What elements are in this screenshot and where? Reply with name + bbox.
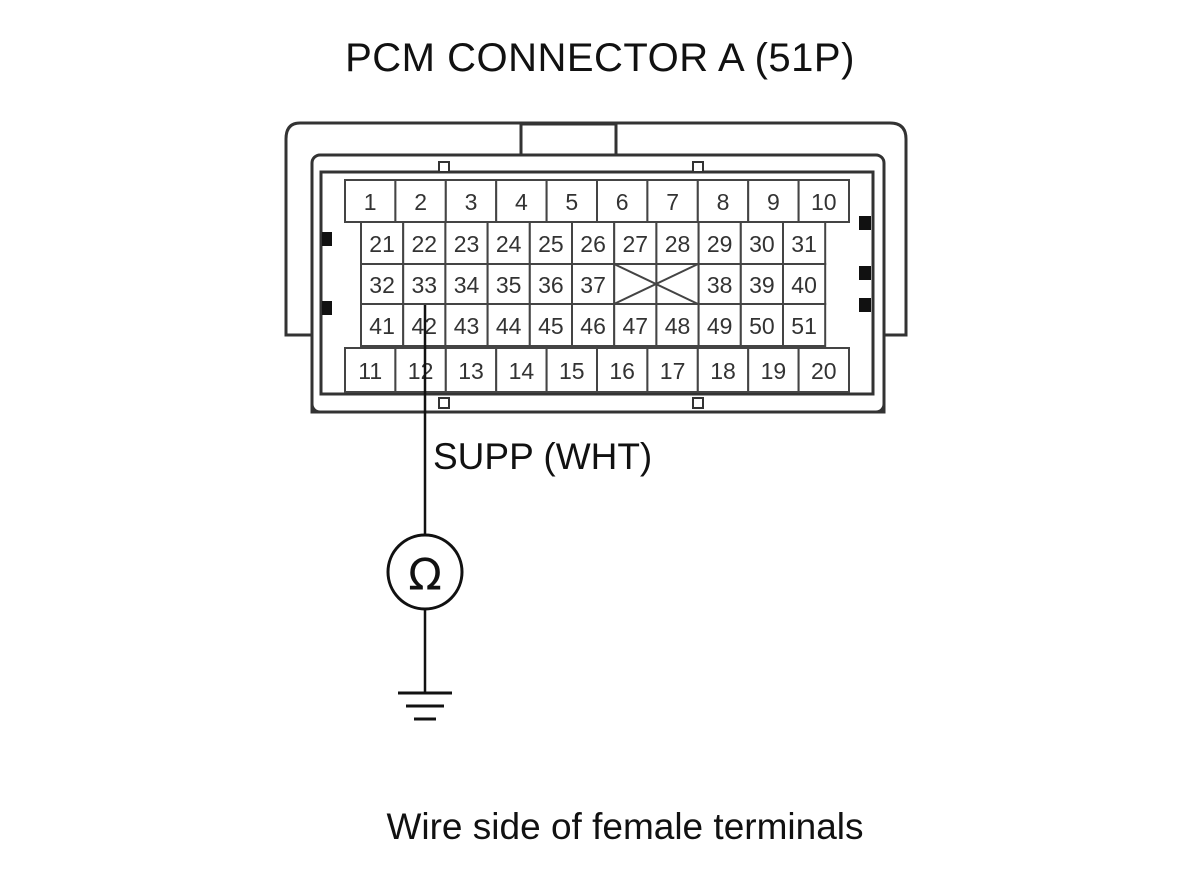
terminal-label-38: 38 — [707, 272, 733, 298]
terminal-cavity-24 — [486, 221, 531, 265]
terminal-cavity-11 — [344, 347, 397, 393]
terminal-label-2: 2 — [414, 189, 427, 215]
terminal-cavity-14 — [495, 347, 548, 393]
terminal-label-12: 12 — [408, 358, 434, 384]
terminal-cavity-47 — [613, 303, 658, 347]
terminal-label-40: 40 — [791, 272, 817, 298]
terminal-label-22: 22 — [412, 231, 438, 257]
terminal-label-34: 34 — [454, 272, 480, 298]
terminal-label-11: 11 — [358, 358, 382, 384]
terminal-cavity-30 — [739, 221, 784, 265]
terminal-cavity-21 — [360, 221, 405, 265]
blank-cavity — [655, 263, 700, 305]
terminal-label-17: 17 — [660, 358, 686, 384]
terminal-cavity-48 — [655, 303, 700, 347]
terminal-cavity-44 — [486, 303, 531, 347]
terminal-label-13: 13 — [458, 358, 484, 384]
terminal-label-16: 16 — [609, 358, 635, 384]
terminal-cavity-20 — [797, 347, 850, 393]
terminal-label-35: 35 — [496, 272, 522, 298]
terminal-label-21: 21 — [369, 231, 395, 257]
terminal-label-7: 7 — [666, 189, 679, 215]
ohmmeter-icon: Ω — [386, 533, 464, 611]
terminal-cavity-43 — [444, 303, 489, 347]
terminal-label-51: 51 — [791, 313, 817, 339]
ground-icon — [398, 691, 452, 721]
terminal-cavity-22 — [402, 221, 447, 265]
terminal-label-3: 3 — [465, 189, 478, 215]
terminal-label-14: 14 — [509, 358, 535, 384]
terminal-label-26: 26 — [580, 231, 606, 257]
terminal-label-15: 15 — [559, 358, 585, 384]
terminal-cavity-10 — [797, 179, 850, 223]
terminal-label-32: 32 — [369, 272, 395, 298]
terminal-label-18: 18 — [710, 358, 736, 384]
terminal-label-47: 47 — [623, 313, 649, 339]
terminal-cavity-38 — [697, 263, 742, 305]
terminal-label-5: 5 — [565, 189, 578, 215]
svg-text:Ω: Ω — [408, 550, 442, 601]
terminal-label-31: 31 — [791, 231, 817, 257]
terminal-label-9: 9 — [767, 189, 780, 215]
terminal-cavity-51 — [782, 303, 827, 347]
terminal-label-20: 20 — [811, 358, 837, 384]
terminal-label-27: 27 — [623, 231, 649, 257]
wire-label: SUPP (WHT) — [433, 436, 653, 477]
terminal-cavity-32 — [360, 263, 405, 305]
terminal-label-41: 41 — [369, 313, 395, 339]
terminal-cavity-46 — [571, 303, 616, 347]
terminal-label-50: 50 — [749, 313, 775, 339]
terminal-cavity-13 — [444, 347, 498, 393]
terminal-cavity-5 — [545, 179, 598, 223]
terminal-label-39: 39 — [749, 272, 775, 298]
terminal-label-45: 45 — [538, 313, 564, 339]
terminal-label-36: 36 — [538, 272, 564, 298]
terminal-cavity-15 — [545, 347, 598, 393]
diagram-title: PCM CONNECTOR A (51P) — [345, 36, 855, 80]
terminal-label-19: 19 — [761, 358, 787, 384]
terminal-cavity-6 — [596, 179, 649, 223]
terminal-cavity-49 — [697, 303, 742, 347]
terminal-label-25: 25 — [538, 231, 564, 257]
terminal-label-33: 33 — [412, 272, 438, 298]
terminal-cavity-8 — [696, 179, 750, 223]
terminal-label-46: 46 — [580, 313, 606, 339]
blank-cavity-x — [613, 263, 699, 305]
terminal-label-6: 6 — [616, 189, 629, 215]
terminal-label-10: 10 — [811, 189, 837, 215]
connector-lock-tabs — [322, 216, 871, 315]
terminal-cavity-35 — [486, 263, 531, 305]
connector-guide-notches — [438, 161, 704, 409]
terminal-label-29: 29 — [707, 231, 733, 257]
terminal-cavity-50 — [739, 303, 784, 347]
terminal-cavity-31 — [782, 221, 827, 265]
blank-cavity — [613, 263, 658, 305]
terminal-cavity-7 — [646, 179, 699, 223]
terminal-cavity-16 — [596, 347, 649, 393]
terminal-label-43: 43 — [454, 313, 480, 339]
terminal-cavity-17 — [646, 347, 699, 393]
terminal-label-24: 24 — [496, 231, 522, 257]
terminal-label-30: 30 — [749, 231, 775, 257]
terminal-cavity-41 — [360, 303, 405, 347]
terminal-label-4: 4 — [515, 189, 528, 215]
terminal-label-23: 23 — [454, 231, 480, 257]
terminal-cavity-18 — [696, 347, 750, 393]
terminal-label-1: 1 — [364, 189, 377, 215]
terminal-label-44: 44 — [496, 313, 522, 339]
terminal-label-28: 28 — [665, 231, 691, 257]
connector-housing — [284, 121, 908, 414]
terminal-cavity-40 — [782, 263, 827, 305]
terminal-label-49: 49 — [707, 313, 733, 339]
terminal-label-8: 8 — [717, 189, 730, 215]
terminal-label-48: 48 — [665, 313, 691, 339]
terminal-cavity-34 — [444, 263, 489, 305]
terminal-label-37: 37 — [580, 272, 606, 298]
terminal-cavity-4 — [495, 179, 548, 223]
diagram-caption: Wire side of female terminals — [386, 806, 864, 847]
